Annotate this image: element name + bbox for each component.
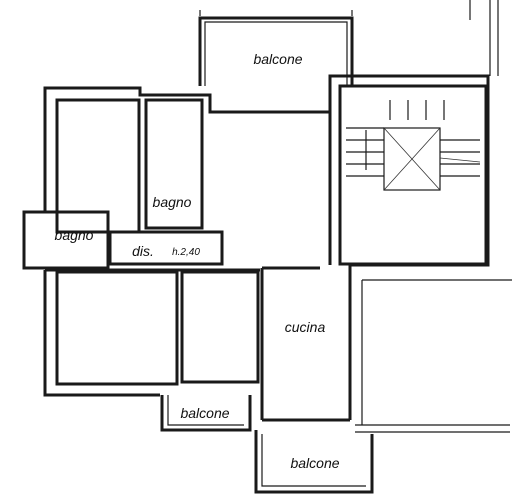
balcony-bottom-left (160, 395, 252, 432)
apartment-outer-walls (43, 74, 490, 422)
balcony-bottom (254, 430, 374, 494)
room-label-bagno-left: bagno (55, 227, 94, 243)
stair-core (338, 84, 488, 266)
neighbour-walls (355, 0, 512, 433)
room-label-balcone-top: balcone (253, 51, 302, 67)
room-label-cucina: cucina (285, 319, 326, 335)
balcony-top (198, 10, 354, 86)
room-height-dis: h.2,40 (172, 247, 200, 258)
interior-walls (22, 98, 320, 386)
room-label-bagno-upper: bagno (153, 194, 192, 210)
room-label-balcone-bottom-left: balcone (180, 405, 229, 421)
room-label-dis: dis. (132, 243, 154, 259)
room-label-balcone-bottom: balcone (290, 455, 339, 471)
